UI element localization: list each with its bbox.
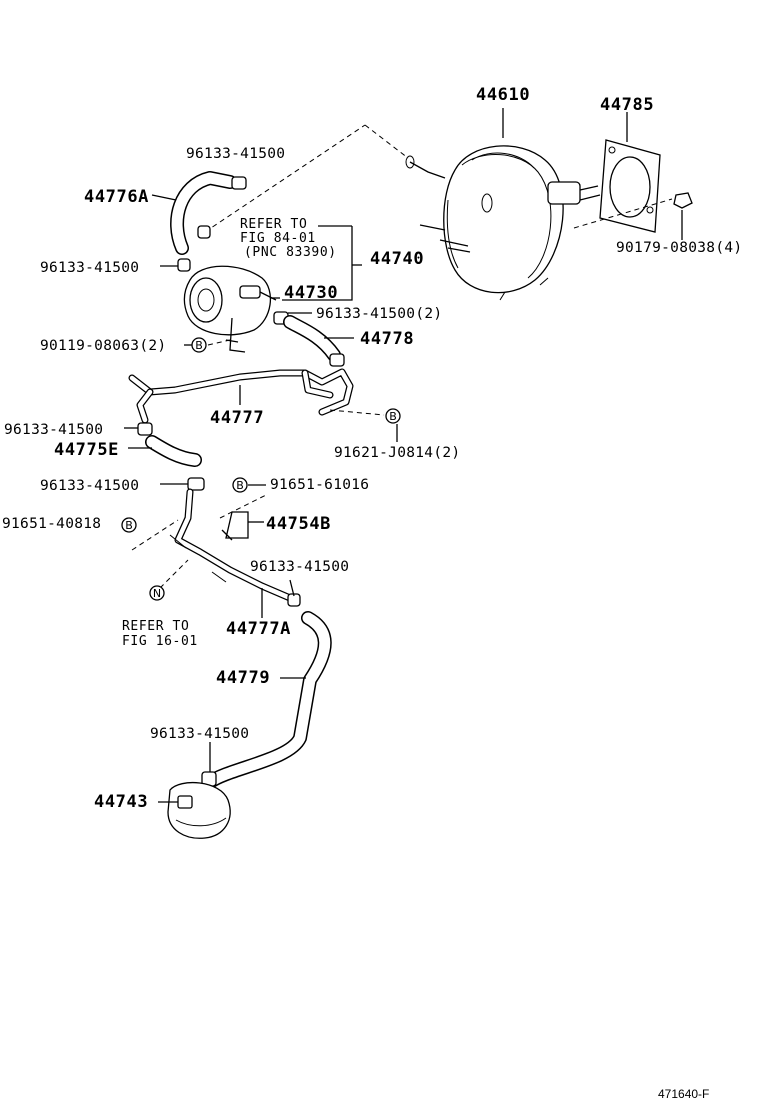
label-96133-mid: 96133-41500 bbox=[40, 478, 139, 494]
label-91651-40818: 91651-40818 bbox=[2, 516, 101, 532]
hose-44776A-drawing bbox=[151, 171, 247, 255]
hose-44778-drawing bbox=[283, 315, 354, 367]
svg-text:N: N bbox=[153, 587, 161, 600]
label-44777: 44777 bbox=[210, 408, 264, 428]
dash-hose-booster-2 bbox=[364, 124, 409, 159]
pipe-44777A-drawing bbox=[169, 488, 301, 618]
ref-84-line3: (PNC 83390) bbox=[244, 245, 337, 260]
label-96133-left: 96133-41500 bbox=[40, 260, 139, 276]
svg-text:B: B bbox=[195, 339, 203, 352]
ref-16-line2: FIG 16-01 bbox=[122, 634, 198, 649]
pipe-44777-drawing bbox=[128, 368, 354, 424]
marker-b-91621: B bbox=[385, 408, 401, 424]
brake-booster-drawing bbox=[405, 108, 601, 301]
ref-16-line1: REFER TO bbox=[122, 619, 189, 634]
label-90119: 90119-08063(2) bbox=[40, 338, 166, 354]
dash-ref-16 bbox=[159, 559, 189, 589]
label-91651-61016: 91651-61016 bbox=[270, 477, 369, 493]
label-44754B: 44754B bbox=[266, 514, 331, 534]
label-96133-x2: 96133-41500(2) bbox=[316, 306, 442, 322]
label-44778: 44778 bbox=[360, 329, 414, 349]
svg-text:B: B bbox=[389, 410, 397, 423]
marker-b-90119: B bbox=[191, 337, 207, 353]
ref-84-line2: FIG 84-01 bbox=[240, 231, 316, 246]
clip-96133-mid bbox=[187, 477, 205, 491]
bracket-44754B-drawing bbox=[221, 511, 264, 541]
label-44785: 44785 bbox=[600, 95, 654, 115]
ref-84-line1: REFER TO bbox=[240, 217, 307, 232]
label-44779: 44779 bbox=[216, 668, 270, 688]
label-96133-tank: 96133-41500 bbox=[150, 726, 249, 742]
clip-96133-left bbox=[177, 258, 191, 272]
figure-code: 471640-F bbox=[658, 1087, 709, 1101]
label-91621: 91621-J0814(2) bbox=[334, 445, 460, 461]
label-44730: 44730 bbox=[284, 283, 338, 303]
clip-near-pump bbox=[197, 225, 211, 239]
label-44740: 44740 bbox=[370, 249, 424, 269]
svg-text:B: B bbox=[125, 519, 133, 532]
dash-91651-40818 bbox=[131, 519, 179, 551]
label-44743: 44743 bbox=[94, 792, 148, 812]
hose-44779-drawing bbox=[203, 611, 332, 789]
label-96133-pipe: 96133-41500 bbox=[4, 422, 103, 438]
marker-b-91651-40818: B bbox=[121, 517, 137, 533]
marker-n-ref-16: N bbox=[149, 585, 165, 601]
label-44610: 44610 bbox=[476, 85, 530, 105]
label-44775E: 44775E bbox=[54, 440, 119, 460]
nut-90179-drawing bbox=[573, 192, 693, 240]
label-96133-top: 96133-41500 bbox=[186, 146, 285, 162]
hose-44775E-drawing bbox=[128, 435, 202, 467]
marker-b-91651-61016: B bbox=[232, 477, 248, 493]
vacuum-pump-drawing bbox=[183, 265, 280, 353]
tank-44743-drawing bbox=[158, 781, 231, 839]
dash-91621 bbox=[329, 409, 385, 416]
label-44776A: 44776A bbox=[84, 187, 149, 207]
gasket-drawing bbox=[599, 112, 661, 233]
dash-90119 bbox=[207, 339, 231, 346]
clip-96133-pipe bbox=[137, 422, 153, 436]
label-44777A: 44777A bbox=[226, 619, 291, 639]
svg-text:B: B bbox=[236, 479, 244, 492]
label-90179: 90179-08038(4) bbox=[616, 240, 742, 256]
label-96133-pipe-a: 96133-41500 bbox=[250, 559, 349, 575]
bracket-44740 bbox=[282, 226, 353, 301]
